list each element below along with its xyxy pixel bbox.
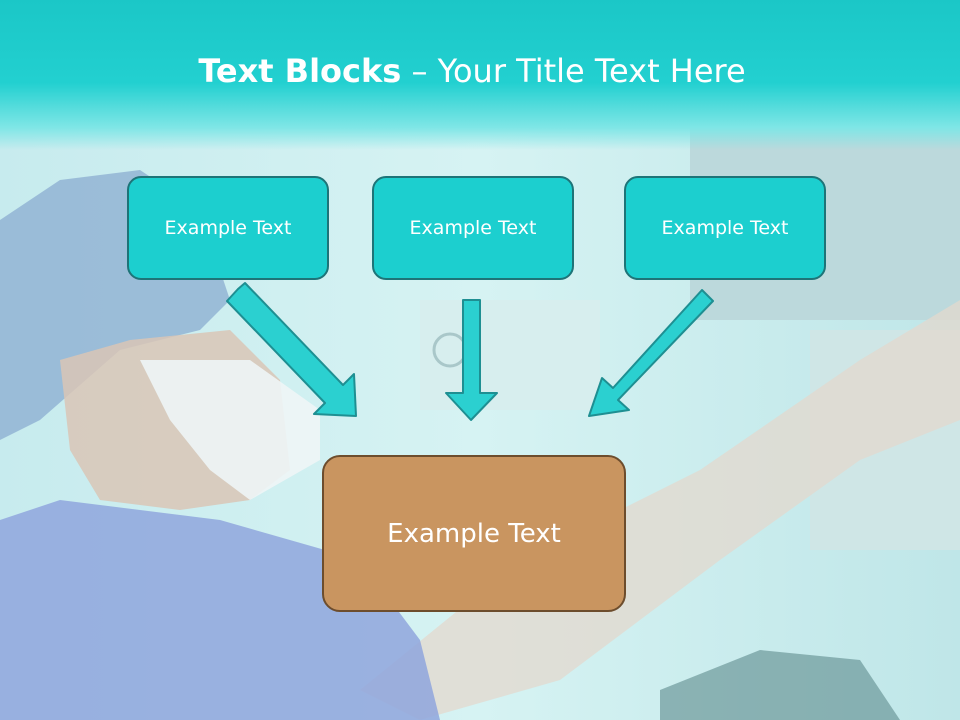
title-dash: – — [401, 52, 438, 90]
slide-title: Text Blocks – Your Title Text Here — [0, 52, 944, 90]
result-block[interactable]: Example Text — [322, 455, 626, 612]
text-block-3-label: Example Text — [661, 217, 789, 239]
text-block-1[interactable]: Example Text — [127, 176, 329, 280]
arrow-left — [226, 282, 357, 417]
text-block-2-label: Example Text — [409, 217, 537, 239]
arrow-center — [445, 299, 498, 421]
text-block-2[interactable]: Example Text — [372, 176, 574, 280]
title-bold: Text Blocks — [198, 52, 402, 90]
title-rest: Your Title Text Here — [437, 52, 746, 90]
text-block-1-label: Example Text — [164, 217, 292, 239]
arrow-right — [588, 289, 714, 417]
result-block-label: Example Text — [387, 518, 561, 549]
header-band — [0, 0, 960, 150]
text-block-3[interactable]: Example Text — [624, 176, 826, 280]
